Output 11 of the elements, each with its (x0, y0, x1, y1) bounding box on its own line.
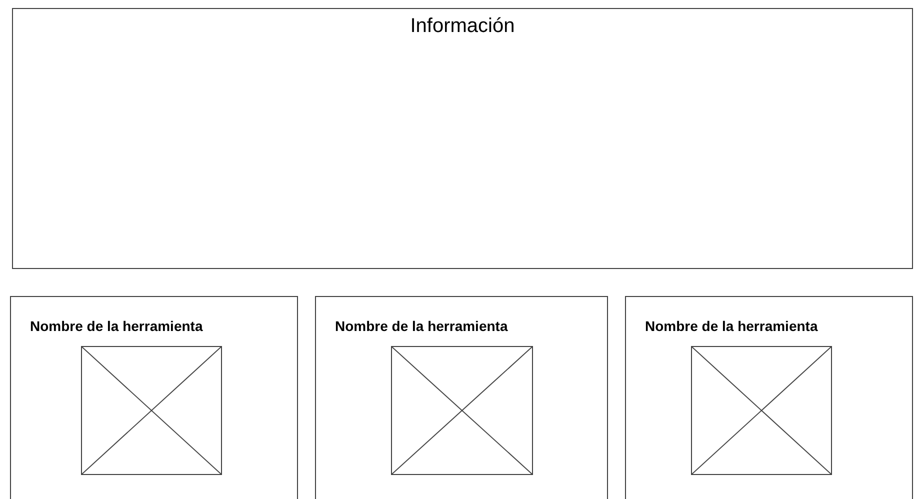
tool-card (10, 296, 298, 499)
card-title: Nombre de la herramienta (30, 318, 203, 334)
image-placeholder (81, 346, 222, 475)
tool-card (625, 296, 913, 499)
information-panel (12, 8, 913, 269)
card-title: Nombre de la herramienta (645, 318, 818, 334)
panel-title: Información (409, 15, 516, 38)
card-title: Nombre de la herramienta (335, 318, 508, 334)
tool-card (315, 296, 608, 499)
image-placeholder (391, 346, 533, 475)
image-placeholder (691, 346, 832, 475)
